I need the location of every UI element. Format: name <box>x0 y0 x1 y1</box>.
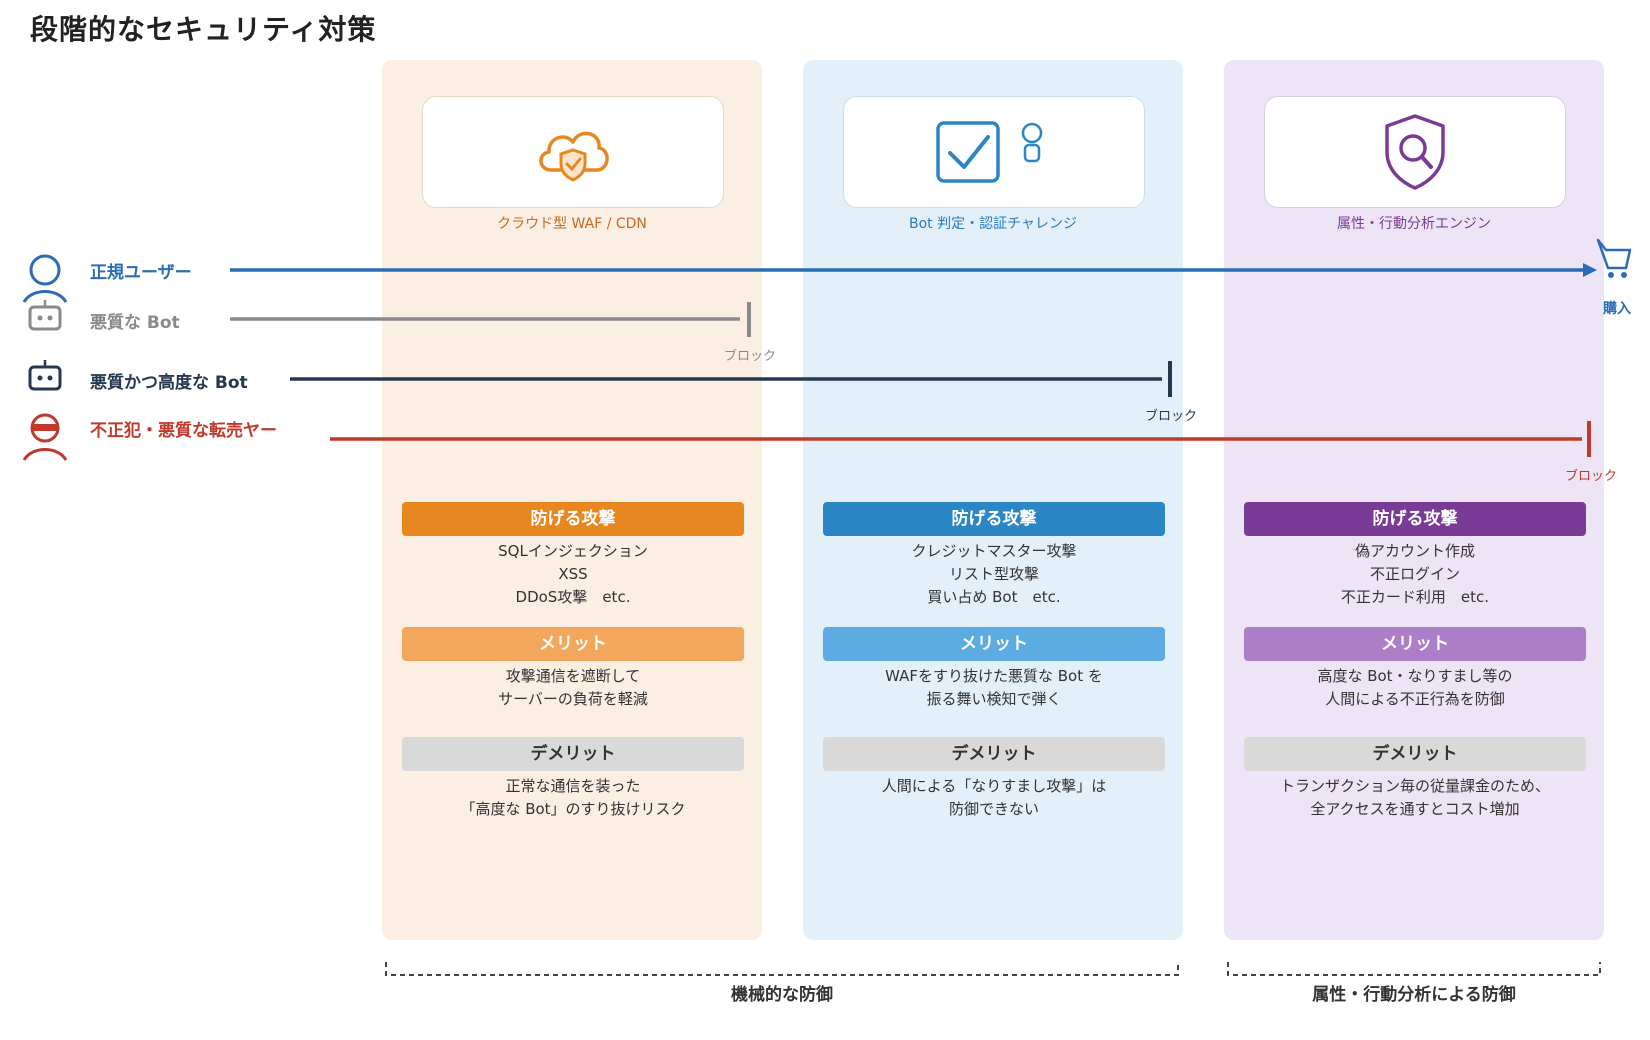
bot-merit-line: WAFをすり抜けた悪質な Bot を <box>885 667 1103 685</box>
waf-attack-list: SQLインジェクション XSS DDoS攻撃 etc. <box>382 540 764 609</box>
actor-label-bad-bot: 悪質な Bot <box>90 313 180 333</box>
bot-attack-item: リスト型攻撃 <box>948 565 1039 583</box>
behavioral-brace <box>1227 962 1601 976</box>
waf-demerit-line: 「高度な Bot」のすり抜けリスク <box>460 800 686 818</box>
user-icon <box>22 254 68 303</box>
checkbox-icon <box>936 121 1043 183</box>
bot-attack-item: 買い占め Bot etc. <box>927 588 1061 606</box>
layer-behavior-analysis-column: 属性・行動分析エンジン 防げる攻撃 偽アカウント作成 不正ログイン 不正カード利… <box>1224 60 1604 940</box>
waf-merit-header: メリット <box>402 627 744 661</box>
behavior-attack-list: 偽アカウント作成 不正ログイン 不正カード利用 etc. <box>1224 540 1606 609</box>
waf-attack-item: DDoS攻撃 etc. <box>515 588 631 606</box>
advanced-bot-icon <box>28 360 62 391</box>
behavior-attack-header: 防げる攻撃 <box>1244 502 1586 536</box>
behavior-demerit-line: 全アクセスを通すとコスト増加 <box>1310 800 1520 818</box>
advanced-bot-flow-line <box>290 361 1172 397</box>
waf-merit-text: 攻撃通信を遮断して サーバーの負荷を軽減 <box>382 665 764 711</box>
block-label-advanced-bot: ブロック <box>1145 409 1198 424</box>
waf-demerit-header: デメリット <box>402 737 744 771</box>
bot-demerit-line: 防御できない <box>948 800 1039 818</box>
behavioral-defense-label: 属性・行動分析による防御 <box>1312 985 1516 1005</box>
behavior-attack-item: 不正ログイン <box>1369 565 1460 583</box>
bot-attack-list: クレジットマスター攻撃 リスト型攻撃 買い占め Bot etc. <box>803 540 1185 609</box>
behavior-merit-header: メリット <box>1244 627 1586 661</box>
bot-demerit-text: 人間による「なりすまし攻撃」は 防御できない <box>803 775 1185 821</box>
behavior-caption: 属性・行動分析エンジン <box>1337 216 1491 232</box>
behavior-demerit-header: デメリット <box>1244 737 1586 771</box>
page-title: 段階的なセキュリティ対策 <box>30 13 377 46</box>
bot-demerit-header: デメリット <box>823 737 1165 771</box>
layer-waf-column: クラウド型 WAF / CDN 防げる攻撃 SQLインジェクション XSS DD… <box>382 60 762 940</box>
bot-detection-caption: Bot 判定・認証チャレンジ <box>909 216 1077 232</box>
cart-icon <box>1596 238 1632 278</box>
behavior-merit-text: 高度な Bot・なりすまし等の 人間による不正行為を防御 <box>1224 665 1606 711</box>
behavior-merit-line: 人間による不正行為を防御 <box>1325 690 1505 708</box>
actor-label-fraudster: 不正犯・悪質な転売ヤー <box>90 421 277 441</box>
bot-demerit-line: 人間による「なりすまし攻撃」は <box>881 777 1107 795</box>
fraud-flow-line <box>330 421 1591 457</box>
bot-icon <box>28 300 62 331</box>
bot-flow-line <box>230 302 751 337</box>
layer-bot-detection-column: Bot 判定・認証チャレンジ 防げる攻撃 クレジットマスター攻撃 リスト型攻撃 … <box>803 60 1183 940</box>
behavior-demerit-text: トランザクション毎の従量課金のため、 全アクセスを通すとコスト増加 <box>1224 775 1606 821</box>
mechanical-brace <box>385 962 1179 976</box>
waf-attack-item: SQLインジェクション <box>498 542 648 560</box>
cloud-shield-icon <box>539 131 609 182</box>
waf-icon-card <box>422 96 724 208</box>
behavior-attack-item: 偽アカウント作成 <box>1354 542 1475 560</box>
bot-merit-text: WAFをすり抜けた悪質な Bot を 振る舞い検知で弾く <box>803 665 1185 711</box>
waf-caption: クラウド型 WAF / CDN <box>497 216 647 232</box>
purchase-label: 購入 <box>1603 301 1631 317</box>
actor-label-advanced-bot: 悪質かつ高度な Bot <box>90 373 248 393</box>
mechanical-defense-label: 機械的な防御 <box>731 985 833 1005</box>
shield-search-icon <box>1385 114 1445 190</box>
bot-attack-item: クレジットマスター攻撃 <box>911 542 1077 560</box>
block-label-bad-bot: ブロック <box>724 349 777 364</box>
behavior-merit-line: 高度な Bot・なりすまし等の <box>1317 667 1513 685</box>
bot-merit-header: メリット <box>823 627 1165 661</box>
fraud-user-icon <box>22 413 68 461</box>
block-label-fraudster: ブロック <box>1565 469 1618 484</box>
person-icon <box>1021 122 1043 144</box>
waf-attack-header: 防げる攻撃 <box>402 502 744 536</box>
waf-merit-line: サーバーの負荷を軽減 <box>498 690 648 708</box>
bot-merit-line: 振る舞い検知で弾く <box>926 690 1062 708</box>
behavior-attack-item: 不正カード利用 etc. <box>1340 588 1490 606</box>
actor-label-legit-user: 正規ユーザー <box>90 263 192 283</box>
behavior-demerit-line: トランザクション毎の従量課金のため、 <box>1279 777 1550 795</box>
waf-attack-item: XSS <box>558 565 588 583</box>
bot-detection-icon-card <box>843 96 1145 208</box>
waf-merit-line: 攻撃通信を遮断して <box>505 667 641 685</box>
user-flow-line <box>230 263 1597 277</box>
waf-demerit-text: 正常な通信を装った 「高度な Bot」のすり抜けリスク <box>382 775 764 821</box>
bot-attack-header: 防げる攻撃 <box>823 502 1165 536</box>
behavior-icon-card <box>1264 96 1566 208</box>
waf-demerit-line: 正常な通信を装った <box>505 777 641 795</box>
